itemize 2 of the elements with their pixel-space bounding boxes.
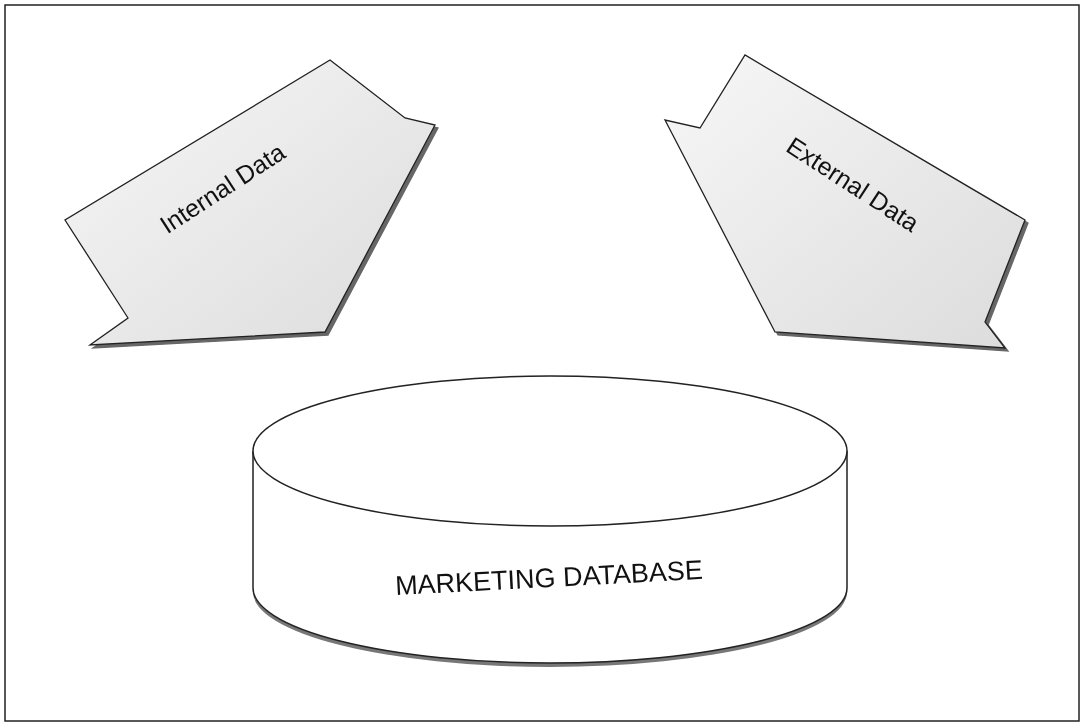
database-label: MARKETING DATABASE: [394, 554, 704, 602]
database-cylinder: [251, 374, 849, 670]
